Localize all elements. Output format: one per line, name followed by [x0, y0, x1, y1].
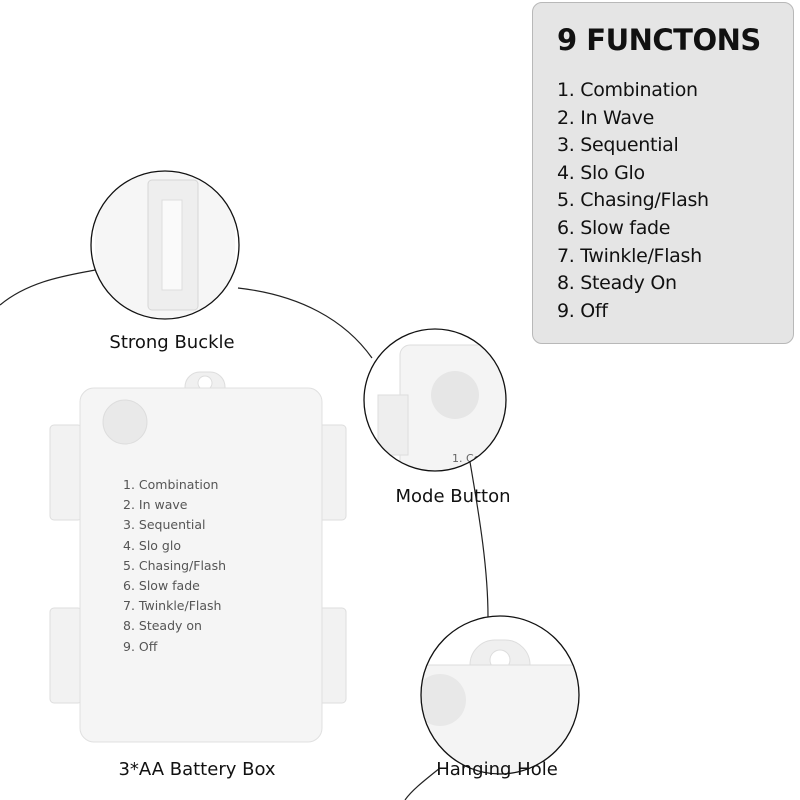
functions-panel: 9 FUNCTONS 1. Combination 2. In Wave 3. … [532, 2, 794, 344]
function-item: 6. Slow fade [557, 216, 671, 239]
box-item: 9. Off [123, 638, 158, 654]
svg-text:1. Combi: 1. Combi [452, 452, 501, 465]
box-item: 2. In wave [123, 497, 188, 513]
mode-button-label: Mode Button [395, 486, 511, 507]
function-item: 2. In Wave [557, 106, 655, 129]
wire [0, 269, 489, 800]
mode-button [102, 399, 148, 445]
box-item: 4. Slo glo [123, 537, 181, 553]
box-item: 6. Slow fade [123, 578, 200, 594]
box-item: 3. Sequential [123, 517, 206, 533]
function-item: 8. Steady On [557, 272, 677, 295]
buckle-callout: 8 9. [90, 170, 244, 320]
panel-title: 9 FUNCTONS [557, 23, 761, 57]
hanging-hole-label: Hanging Hole [436, 759, 558, 780]
function-item: 9. Off [557, 299, 608, 322]
box-item: 8. Steady on [123, 618, 202, 634]
function-item: 7. Twinkle/Flash [557, 244, 702, 267]
svg-text:8: 8 [236, 197, 244, 212]
box-item: 7. Twinkle/Flash [123, 598, 222, 614]
box-printed-list: 1. Combination 2. In wave 3. Sequential … [123, 475, 226, 657]
battery-box-label: 3*AA Battery Box [118, 759, 276, 780]
function-item: 4. Slo Glo [557, 161, 645, 184]
function-item: 1. Combination [557, 79, 698, 101]
functions-list: 1. Combination 2. In Wave 3. Sequential … [557, 77, 709, 325]
function-item: 5. Chasing/Flash [557, 189, 709, 212]
box-item: 1. Combination [123, 477, 219, 492]
strong-buckle-label: Strong Buckle [109, 332, 235, 353]
battery-box [49, 371, 347, 743]
mode-button-callout: 1. Combi [363, 328, 507, 472]
function-item: 3. Sequential [557, 134, 679, 157]
hanging-hole-callout [420, 615, 580, 775]
box-item: 5. Chasing/Flash [123, 557, 227, 573]
